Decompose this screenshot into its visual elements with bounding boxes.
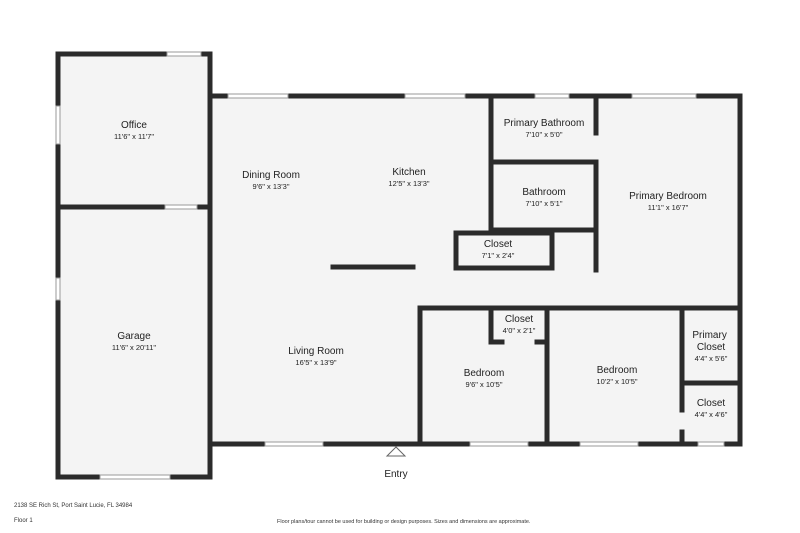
windows	[55, 51, 725, 480]
room-primary-bathroom-dims: 7'10" x 5'0"	[526, 130, 563, 139]
room-dining-name: Dining Room	[242, 170, 300, 181]
room-office-name: Office	[121, 120, 147, 131]
room-bedroom-2-dims: 10'2" x 10'5"	[596, 377, 637, 386]
room-closet-right-dims: 4'4" x 4'6"	[695, 410, 728, 419]
room-garage-dims: 11'6" x 20'11"	[112, 343, 157, 352]
disclaimer-text: Floor plans/tour cannot be used for buil…	[277, 519, 531, 525]
room-closet-bedroom-name: Closet	[505, 314, 534, 325]
room-bathroom-name: Bathroom	[522, 187, 565, 198]
room-primary-closet-name: Primary Closet	[692, 330, 729, 353]
room-bedroom-2-name: Bedroom	[597, 365, 638, 376]
floor-label: Floor 1	[14, 518, 33, 524]
room-bedroom-1-name: Bedroom	[464, 368, 505, 379]
room-closet-bedroom-dims: 4'0" x 2'1"	[503, 326, 536, 335]
room-living-name: Living Room	[288, 346, 344, 357]
room-dining-dims: 9'6" x 13'3"	[253, 182, 290, 191]
room-bathroom-dims: 7'10" x 5'1"	[526, 199, 563, 208]
room-primary-closet-name-line: Primary	[692, 330, 726, 341]
room-closet-kitchen-name: Closet	[484, 239, 513, 250]
room-primary-closet-name-line: Closet	[697, 342, 726, 353]
room-kitchen-name: Kitchen	[392, 167, 425, 178]
room-labels: Office 11'6" x 11'7" Garage 11'6" x 20'1…	[112, 118, 729, 419]
room-primary-bathroom-name: Primary Bathroom	[504, 118, 585, 129]
room-kitchen-dims: 12'5" x 13'3"	[388, 179, 429, 188]
entry-arrow-icon	[385, 446, 407, 457]
property-address: 2138 SE Rich St, Port Saint Lucie, FL 34…	[14, 503, 133, 509]
room-garage-name: Garage	[117, 331, 151, 342]
room-primary-bedroom-dims: 11'1" x 16'7"	[648, 203, 689, 212]
room-bedroom-1-dims: 9'6" x 10'5"	[466, 380, 503, 389]
room-closet-kitchen-dims: 7'1" x 2'4"	[482, 251, 515, 260]
room-living-dims: 16'5" x 13'9"	[295, 358, 336, 367]
room-office-dims: 11'6" x 11'7"	[114, 132, 154, 141]
entry-label: Entry	[384, 469, 407, 480]
room-closet-right-name: Closet	[697, 398, 726, 409]
room-primary-closet-dims: 4'4" x 5'6"	[695, 354, 728, 363]
room-primary-bedroom-name: Primary Bedroom	[629, 191, 707, 202]
